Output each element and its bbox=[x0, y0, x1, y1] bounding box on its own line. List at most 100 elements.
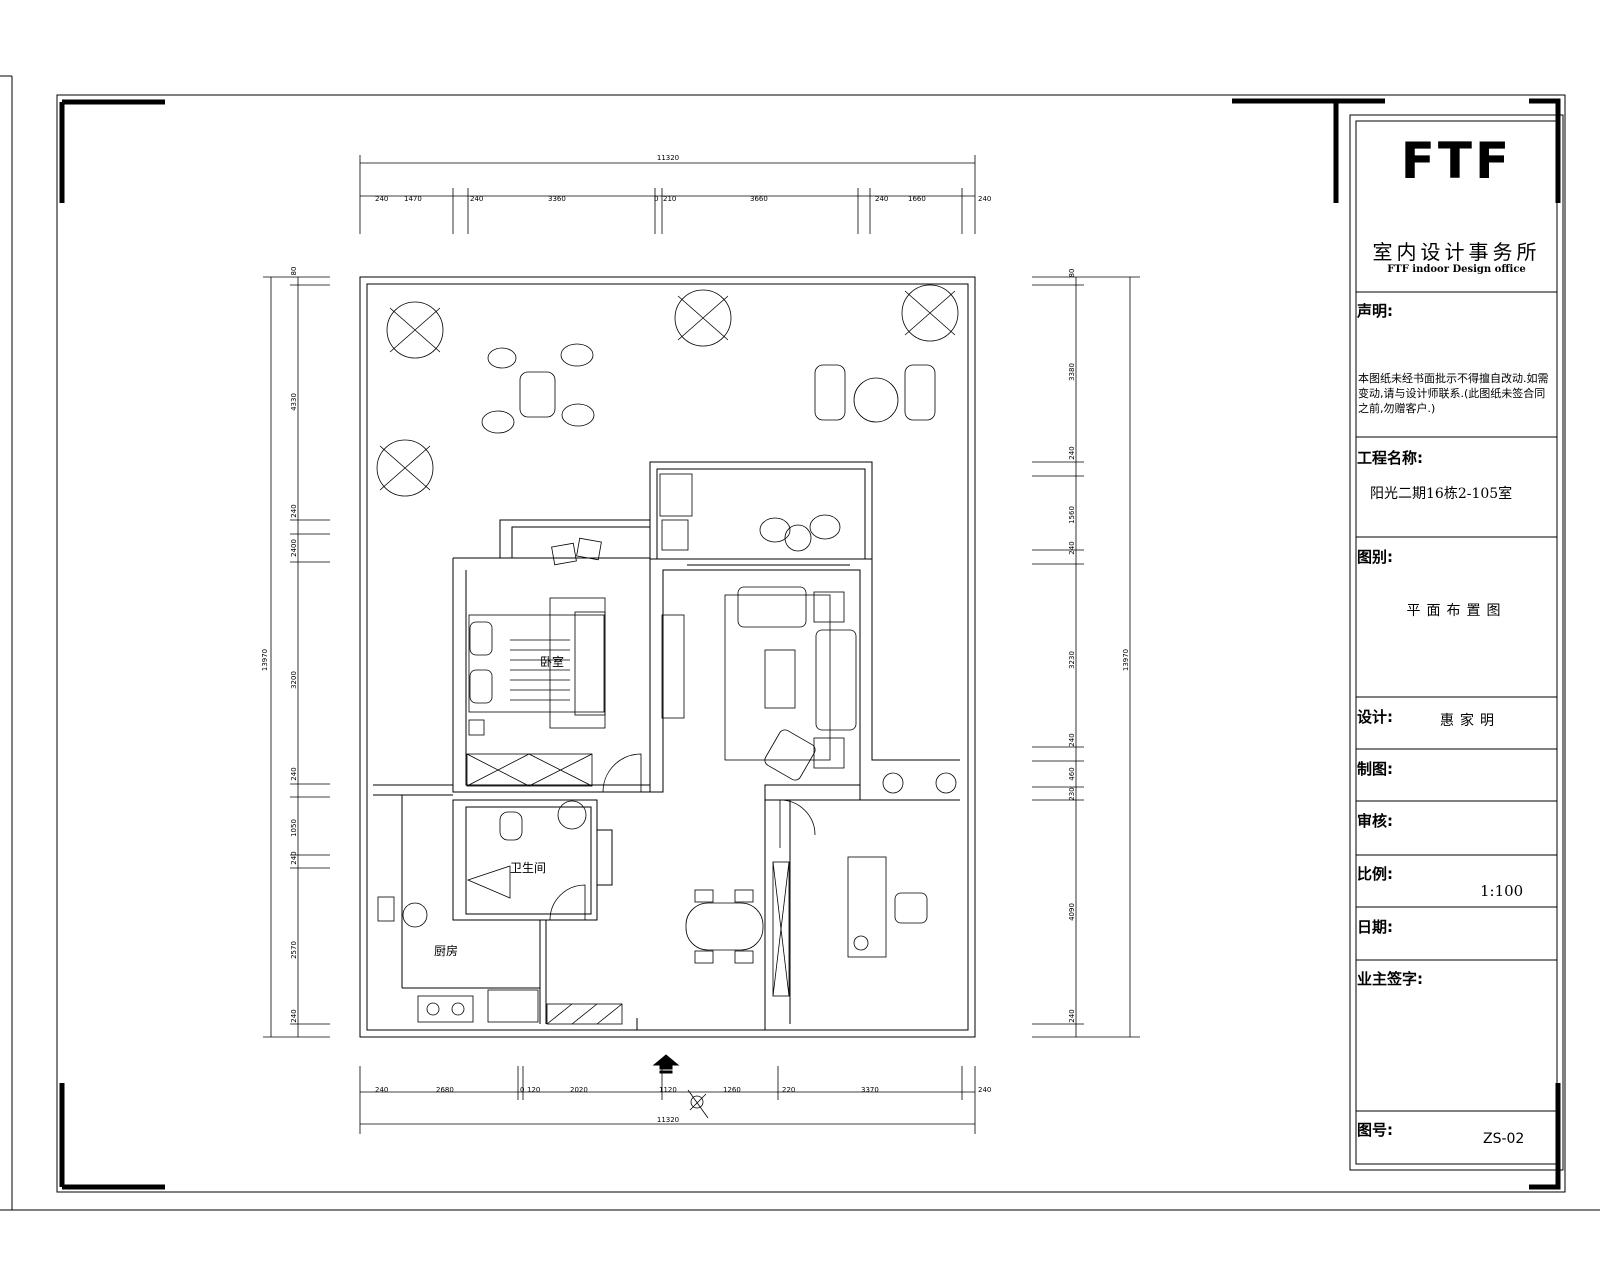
shower bbox=[466, 865, 511, 899]
room-label-kitchen: 厨房 bbox=[434, 943, 458, 958]
dim-top-7: 240 bbox=[875, 195, 888, 203]
stone-table bbox=[519, 371, 556, 418]
tv-cabinet bbox=[661, 614, 685, 719]
sofa-set bbox=[724, 586, 857, 781]
tree bbox=[376, 439, 434, 497]
dim-right-4: 240 bbox=[1068, 541, 1076, 554]
dim-right-1: 3380 bbox=[1068, 363, 1076, 381]
dim-left-3: 2400 bbox=[290, 539, 298, 557]
title-block-frame bbox=[1349, 114, 1564, 1171]
dim-left-2: 240 bbox=[290, 504, 298, 517]
dim-bottom-9: 240 bbox=[978, 1086, 991, 1094]
drawing-no-value: ZS-02 bbox=[1483, 1131, 1525, 1147]
dim-left-0: 80 bbox=[290, 267, 298, 276]
dim-bottom-7: 220 bbox=[782, 1086, 795, 1094]
statement-label: 声明: bbox=[1357, 302, 1393, 320]
stove bbox=[417, 995, 474, 1023]
wardrobe bbox=[466, 753, 593, 787]
dim-top-6: 3660 bbox=[750, 195, 768, 203]
company-name-en: FTF indoor Design office bbox=[1387, 264, 1526, 275]
dim-left-5: 240 bbox=[290, 767, 298, 780]
dining-table bbox=[685, 902, 764, 951]
dim-top-4: 0 bbox=[654, 195, 658, 203]
dim-right-2: 240 bbox=[1068, 446, 1076, 459]
sheet-frame bbox=[0, 75, 1600, 1211]
bookcase bbox=[772, 861, 790, 997]
lounge-chair bbox=[904, 364, 936, 421]
dim-left-total: 13970 bbox=[261, 649, 269, 671]
date-label: 日期: bbox=[1357, 918, 1393, 936]
dim-left-7: 240 bbox=[290, 851, 298, 864]
dim-right-5: 3230 bbox=[1068, 651, 1076, 669]
room-label-bathroom: 卫生间 bbox=[510, 861, 546, 875]
company-logo: FTF bbox=[1400, 132, 1513, 190]
office-chair bbox=[894, 892, 928, 924]
dim-top-9: 240 bbox=[978, 195, 991, 203]
dim-right-3: 1560 bbox=[1068, 506, 1076, 524]
tree bbox=[674, 289, 732, 347]
scale-label: 比例: bbox=[1357, 865, 1393, 883]
dim-top-total: 11320 bbox=[657, 154, 679, 162]
dim-bottom-1: 2680 bbox=[436, 1086, 454, 1094]
project-label: 工程名称: bbox=[1357, 449, 1423, 467]
dim-top-0: 240 bbox=[375, 195, 388, 203]
dimension-lines bbox=[263, 155, 1140, 1134]
plan-walls bbox=[359, 276, 976, 1038]
door-swings bbox=[549, 753, 816, 921]
designer-label: 设计: bbox=[1357, 708, 1393, 726]
toilet bbox=[499, 811, 523, 841]
drafter-label: 制图: bbox=[1357, 760, 1393, 778]
dim-bottom-3: 120 bbox=[527, 1086, 540, 1094]
dim-bottom-5: 1120 bbox=[659, 1086, 677, 1094]
dim-right-10: 240 bbox=[1068, 1009, 1076, 1022]
study-desk bbox=[847, 856, 887, 958]
dim-top-8: 1660 bbox=[908, 195, 926, 203]
dim-right-8: 230 bbox=[1068, 787, 1076, 800]
statement-text: 本图纸未经书面批示不得擅自改动.如需变动,请与设计师联系.(此图纸未签合同之前,… bbox=[1358, 372, 1549, 415]
dim-right-9: 4090 bbox=[1068, 903, 1076, 921]
dim-bottom-8: 3370 bbox=[861, 1086, 879, 1094]
basin bbox=[557, 800, 587, 830]
drawing-type-value: 平面布置图 bbox=[1406, 603, 1507, 619]
balcony-table bbox=[784, 524, 812, 552]
dim-top-1: 1470 bbox=[404, 195, 422, 203]
bed bbox=[468, 597, 606, 729]
dim-left-6: 1050 bbox=[290, 819, 298, 837]
company-name-cn: 室内设计事务所 bbox=[1372, 240, 1541, 264]
dim-left-8: 2570 bbox=[290, 941, 298, 959]
dim-right-7: 460 bbox=[1068, 767, 1076, 780]
dim-right-6: 240 bbox=[1068, 733, 1076, 746]
dim-bottom-0: 240 bbox=[375, 1086, 388, 1094]
dim-bottom-total: 11320 bbox=[657, 1116, 679, 1124]
dim-top-2: 240 bbox=[470, 195, 483, 203]
dryer bbox=[661, 519, 689, 551]
room-label-bedroom: 卧室 bbox=[540, 654, 564, 669]
lounge-chair bbox=[814, 364, 846, 421]
entrance-arrow bbox=[652, 1054, 680, 1074]
owner-sign-label: 业主签字: bbox=[1357, 970, 1423, 988]
fridge bbox=[487, 989, 539, 1023]
tree bbox=[386, 301, 444, 359]
dim-bottom-6: 1260 bbox=[723, 1086, 741, 1094]
dim-left-1: 4330 bbox=[290, 393, 298, 411]
dim-right-0: 80 bbox=[1068, 269, 1076, 278]
project-value: 阳光二期16栋2-105室 bbox=[1370, 486, 1513, 502]
dim-left-9: 240 bbox=[290, 1009, 298, 1022]
dim-bottom-2: 0 bbox=[520, 1086, 524, 1094]
dimension-labels: 11320 240 1470 240 3360 0 210 3660 240 1… bbox=[261, 154, 1130, 1124]
reviewer-label: 审核: bbox=[1357, 812, 1393, 830]
dim-top-3: 3360 bbox=[548, 195, 566, 203]
garden-table bbox=[853, 377, 899, 423]
dim-right-total: 13970 bbox=[1122, 649, 1130, 671]
furniture bbox=[376, 284, 959, 1025]
designer-value: 惠家明 bbox=[1440, 713, 1500, 729]
scale-value: 1:100 bbox=[1480, 882, 1524, 900]
shoe-cabinet bbox=[546, 1003, 623, 1025]
dim-bottom-4: 2020 bbox=[570, 1086, 588, 1094]
drawing-no-label: 图号: bbox=[1357, 1121, 1393, 1139]
drawing-type-label: 图别: bbox=[1357, 548, 1393, 566]
dim-top-5: 210 bbox=[663, 195, 676, 203]
washing-machine bbox=[659, 473, 693, 517]
person-figure bbox=[687, 1089, 709, 1119]
